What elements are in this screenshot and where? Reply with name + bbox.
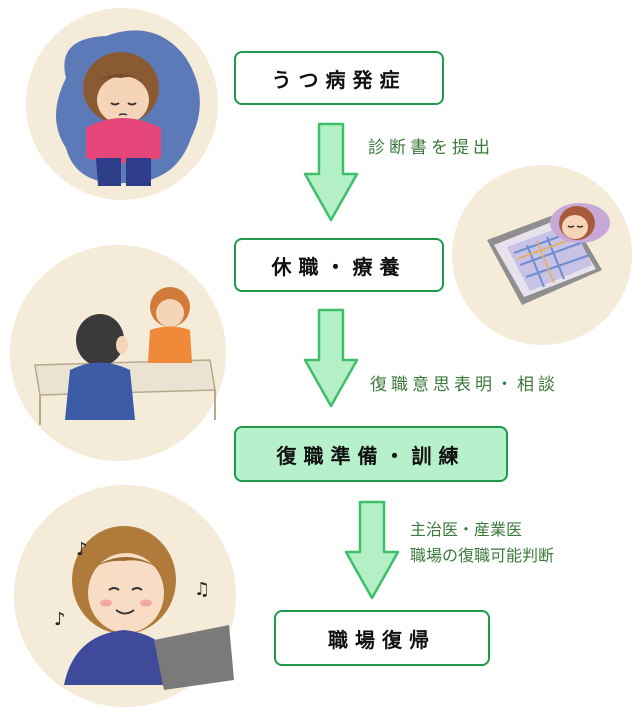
consultation-illustration	[10, 245, 226, 461]
down-arrow-2	[303, 308, 359, 408]
svg-text:♫: ♫	[194, 579, 210, 600]
step-box-depression-onset: うつ病発症	[234, 51, 444, 105]
transition-note-doctor-judgement-2: 職場の復職可能判断	[410, 546, 555, 565]
down-arrow-3	[344, 500, 400, 600]
step-box-return-to-work: 職場復帰	[274, 610, 490, 666]
transition-note-return-intention: 復職意思表明・相談	[370, 375, 559, 395]
working-at-laptop-illustration: ♪ ♫ ♪	[14, 485, 236, 707]
working-person-drawing: ♪ ♫ ♪	[54, 526, 234, 690]
consultation-drawing	[34, 287, 216, 425]
depressed-person-illustration	[26, 8, 218, 200]
svg-text:♪: ♪	[54, 609, 66, 630]
depressed-person-drawing	[56, 30, 200, 186]
step-box-return-preparation: 復職準備・訓練	[234, 426, 508, 482]
sleeping-person-drawing	[487, 203, 610, 305]
svg-text:♪: ♪	[76, 539, 88, 560]
step-box-leave-and-rest: 休職・療養	[234, 238, 444, 292]
sleeping-person-illustration	[452, 165, 632, 345]
transition-note-submit-certificate: 診断書を提出	[368, 138, 494, 158]
down-arrow-1	[303, 122, 359, 222]
transition-note-doctor-judgement-1: 主治医・産業医	[410, 520, 523, 539]
